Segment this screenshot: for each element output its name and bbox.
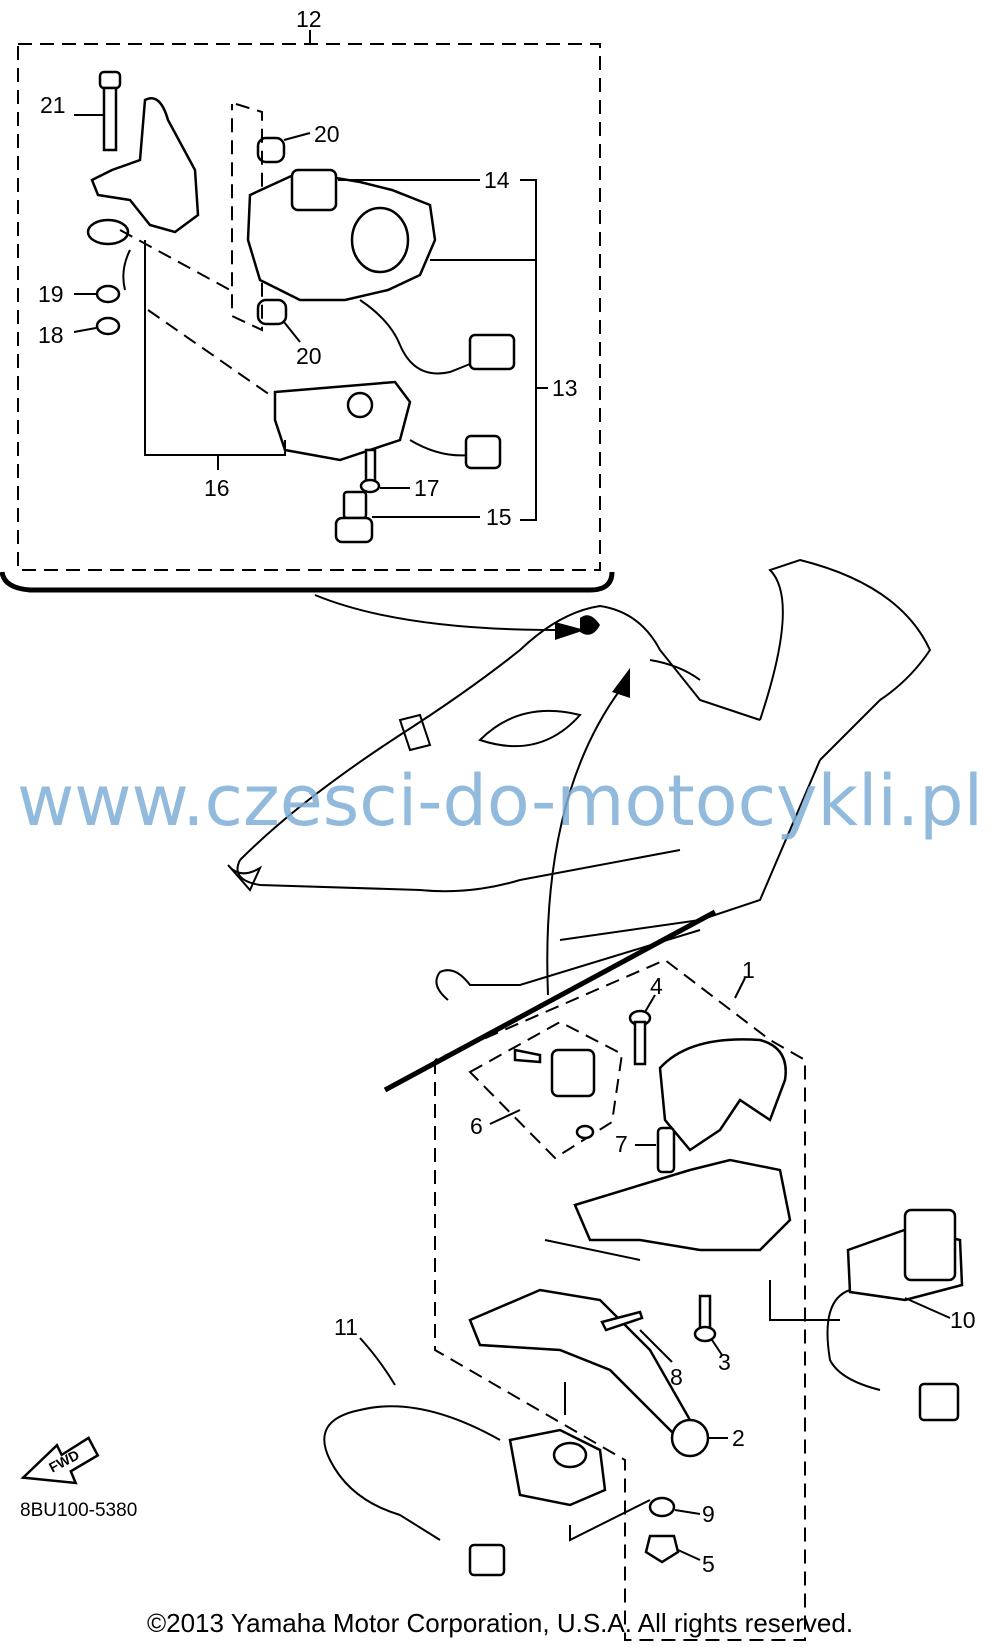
watermark-text: www.czesci-do-motocykli.pl <box>16 760 984 842</box>
leader-20-top <box>283 132 311 141</box>
block-6 <box>550 1048 596 1098</box>
inset-dashed-frame <box>17 43 601 571</box>
washer-9 <box>648 1496 676 1518</box>
throttle-bracket <box>86 97 200 291</box>
bolt-21 <box>98 70 122 152</box>
throttle-cover <box>658 1038 787 1152</box>
switch-housing-14 <box>246 168 516 375</box>
leader-9 <box>674 1509 701 1515</box>
callout-13: 13 <box>552 375 578 401</box>
screw-8 <box>600 1310 644 1332</box>
housing-pin <box>544 1239 641 1261</box>
callout-8: 8 <box>670 1364 683 1390</box>
assembly-dashed-frame <box>434 958 806 1641</box>
pin-6 <box>513 1048 542 1064</box>
arrow-head-to-switch <box>555 622 585 640</box>
callout-10: 10 <box>950 1307 976 1333</box>
base-dashed-guide <box>119 229 271 396</box>
bracket-13 <box>520 179 537 521</box>
callout-19: 19 <box>38 281 64 307</box>
callout-2: 2 <box>732 1425 745 1451</box>
callout-18: 18 <box>38 322 64 348</box>
throttle-sensor-11 <box>323 1405 607 1577</box>
leader-5 <box>677 1549 701 1561</box>
callout-20-bottom: 20 <box>296 343 322 369</box>
callout-7: 7 <box>615 1131 628 1157</box>
bolt-15 <box>334 490 374 544</box>
lever-knob <box>670 1418 710 1458</box>
grommet-dashed-guide <box>231 103 263 332</box>
bracket-16 <box>144 240 286 456</box>
callout-21: 21 <box>40 92 66 118</box>
copyright-notice: ©2013 Yamaha Motor Corporation, U.S.A. A… <box>146 1608 854 1638</box>
part-6-dashed-frame <box>468 1020 624 1160</box>
inset-bottom-bracket <box>0 571 615 593</box>
arrow-line-to-throttle <box>546 689 621 996</box>
diagram-code: 8BU100-5380 <box>20 1500 138 1521</box>
leader-10 <box>904 1297 951 1319</box>
callout-9: 9 <box>702 1501 715 1527</box>
callout-6: 6 <box>470 1113 483 1139</box>
grommet-20-top <box>256 136 286 164</box>
snowmobile-outline <box>227 558 932 1001</box>
callout-16: 16 <box>204 475 230 501</box>
leader-18 <box>73 327 97 333</box>
screw-17 <box>359 448 381 494</box>
collar-7 <box>656 1126 676 1174</box>
lower-separator <box>383 909 717 1093</box>
throttle-lever-2 <box>468 1288 692 1443</box>
connector-guide <box>769 1280 840 1321</box>
throttle-housing <box>573 1158 792 1252</box>
leader-4 <box>644 994 656 1013</box>
leader-20-bottom <box>283 321 301 343</box>
leader-11 <box>359 1337 396 1386</box>
callout-14: 14 <box>484 167 510 193</box>
grommet-20-bottom <box>256 298 288 326</box>
nut-5 <box>644 1534 680 1564</box>
inset-assembly-12 <box>0 30 615 593</box>
callout-12: 12 <box>296 6 322 32</box>
callout-3: 3 <box>718 1349 731 1375</box>
spring-6 <box>575 1124 595 1140</box>
leader-6 <box>489 1109 521 1125</box>
switch-base-16 <box>273 380 502 470</box>
screw-4 <box>628 1009 652 1066</box>
leader-3 <box>711 1339 723 1356</box>
callout-11: 11 <box>334 1314 358 1340</box>
callout-17: 17 <box>414 475 440 501</box>
leader-8 <box>639 1329 673 1363</box>
lock-washer-18 <box>95 316 121 336</box>
connector-10 <box>826 1208 964 1422</box>
fwd-arrow-icon: FWD <box>20 1436 100 1485</box>
callout-4: 4 <box>650 973 663 999</box>
callout-20-top: 20 <box>314 121 340 147</box>
sensor-bracket <box>569 1499 651 1542</box>
callout-15: 15 <box>486 504 512 530</box>
arrow-line-to-switch <box>314 594 556 631</box>
callout-5: 5 <box>702 1551 715 1577</box>
callout-1: 1 <box>742 957 755 983</box>
callout-labels: 1 2 3 4 5 6 7 8 9 10 11 12 13 14 15 16 1… <box>38 6 976 1577</box>
arrow-head-to-throttle <box>612 668 630 698</box>
washer-19 <box>95 284 121 304</box>
switch-location-mark <box>580 615 600 635</box>
leader-1 <box>734 977 746 999</box>
screw-3 <box>693 1294 717 1343</box>
throttle-assembly-1 <box>323 958 964 1641</box>
